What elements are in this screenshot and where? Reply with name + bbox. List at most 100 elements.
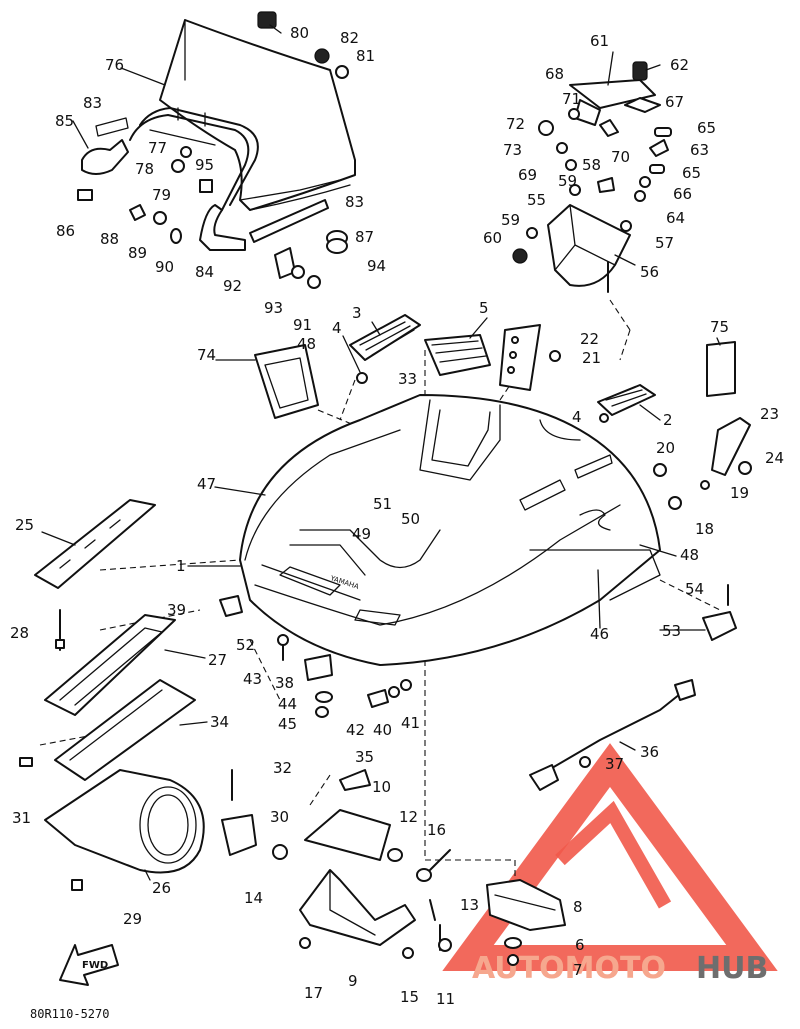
fwd-arrow: FWD: [59, 944, 119, 986]
callout-54: 54: [685, 580, 704, 598]
callout-82: 82: [340, 29, 359, 47]
callout-23: 23: [760, 405, 779, 423]
callout-53: 53: [662, 622, 681, 640]
callout-6: 6: [575, 936, 585, 954]
callout-48b: 48: [680, 546, 699, 564]
callout-59b: 59: [501, 211, 520, 229]
callout-25: 25: [15, 516, 34, 534]
callout-84: 84: [195, 263, 214, 281]
callout-19: 19: [730, 484, 749, 502]
callout-88: 88: [100, 230, 119, 248]
callout-93: 93: [264, 299, 283, 317]
watermark-text-2: HUB: [696, 951, 768, 986]
callout-31: 31: [12, 809, 31, 827]
callout-73: 73: [503, 141, 522, 159]
callout-52: 52: [236, 636, 255, 654]
callout-8: 8: [573, 898, 583, 916]
callout-95: 95: [195, 156, 214, 174]
grille-25: [34, 499, 156, 589]
callout-71: 71: [562, 90, 581, 108]
callout-76: 76: [105, 56, 124, 74]
callout-39: 39: [167, 601, 186, 619]
callout-90: 90: [155, 258, 174, 276]
callout-65b: 65: [682, 164, 701, 182]
callout-9: 9: [348, 972, 358, 990]
callout-37: 37: [605, 755, 624, 773]
callout-12: 12: [399, 808, 418, 826]
callout-66: 66: [673, 185, 692, 203]
callout-4b: 4: [572, 408, 582, 426]
callout-92: 92: [223, 277, 242, 295]
callout-28: 28: [10, 624, 29, 642]
callout-3: 3: [352, 304, 362, 322]
bracket-85: [81, 117, 129, 175]
callout-16: 16: [427, 821, 446, 839]
fasteners-left: [19, 595, 257, 891]
callout-labels: 1 2 3 4 4 5 6 7 8 9 10 11 12 13 14 15 16…: [10, 24, 784, 1008]
right-side-parts: [653, 341, 752, 641]
center-small-parts: [277, 634, 412, 718]
strip-83: [249, 199, 329, 243]
main-hull: YAMAHA: [239, 394, 661, 666]
callout-38: 38: [275, 674, 294, 692]
duct-34: [54, 679, 196, 781]
callout-33: 33: [398, 370, 417, 388]
callout-47: 47: [197, 475, 216, 493]
callout-49: 49: [352, 525, 371, 543]
callout-63: 63: [690, 141, 709, 159]
drawing-code: 80R110-5270: [30, 1007, 109, 1021]
cover-10: [272, 769, 451, 882]
callout-42: 42: [346, 721, 365, 739]
callout-87: 87: [355, 228, 374, 246]
callout-59a: 59: [558, 172, 577, 190]
callout-26: 26: [152, 879, 171, 897]
latch-8: [486, 879, 566, 966]
cable-36: [529, 679, 696, 791]
fan-housing-26: [44, 769, 205, 874]
callout-4a: 4: [332, 319, 342, 337]
callout-34: 34: [210, 713, 229, 731]
callout-62: 62: [670, 56, 689, 74]
callout-1: 1: [176, 557, 186, 575]
callout-79: 79: [152, 186, 171, 204]
callout-77: 77: [148, 139, 167, 157]
callout-22: 22: [580, 330, 599, 348]
watermark-text-1: AUTOMOTO: [472, 951, 666, 986]
callout-51: 51: [373, 495, 392, 513]
mirror-assembly: [538, 61, 672, 202]
step-pads: [349, 314, 656, 423]
callout-81: 81: [356, 47, 375, 65]
callout-75: 75: [710, 318, 729, 336]
callout-58: 58: [582, 156, 601, 174]
callout-50: 50: [401, 510, 420, 528]
callout-57: 57: [655, 234, 674, 252]
callout-15: 15: [400, 988, 419, 1006]
callout-2: 2: [663, 411, 673, 429]
callout-43: 43: [243, 670, 262, 688]
callout-80: 80: [290, 24, 309, 42]
callout-94: 94: [367, 257, 386, 275]
callout-7: 7: [573, 961, 583, 979]
bracket-84: [199, 204, 246, 251]
callout-5: 5: [479, 299, 489, 317]
callout-67: 67: [665, 93, 684, 111]
callout-29: 29: [123, 910, 142, 928]
callout-36: 36: [640, 743, 659, 761]
callout-83b: 83: [345, 193, 364, 211]
callout-91: 91: [293, 316, 312, 334]
callout-55: 55: [527, 191, 546, 209]
fwd-label: FWD: [82, 960, 108, 971]
callout-41: 41: [401, 714, 420, 732]
callout-69: 69: [518, 166, 537, 184]
callout-21: 21: [582, 349, 601, 367]
panel-74: [254, 344, 319, 419]
small-parts-top-left: [77, 11, 349, 289]
callout-85: 85: [55, 112, 74, 130]
callout-24: 24: [765, 449, 784, 467]
callout-35: 35: [355, 748, 374, 766]
callout-74: 74: [197, 346, 216, 364]
callout-17: 17: [304, 984, 323, 1002]
watermark-logo: AUTOMOTO HUB: [442, 743, 778, 986]
callout-70: 70: [611, 148, 630, 166]
